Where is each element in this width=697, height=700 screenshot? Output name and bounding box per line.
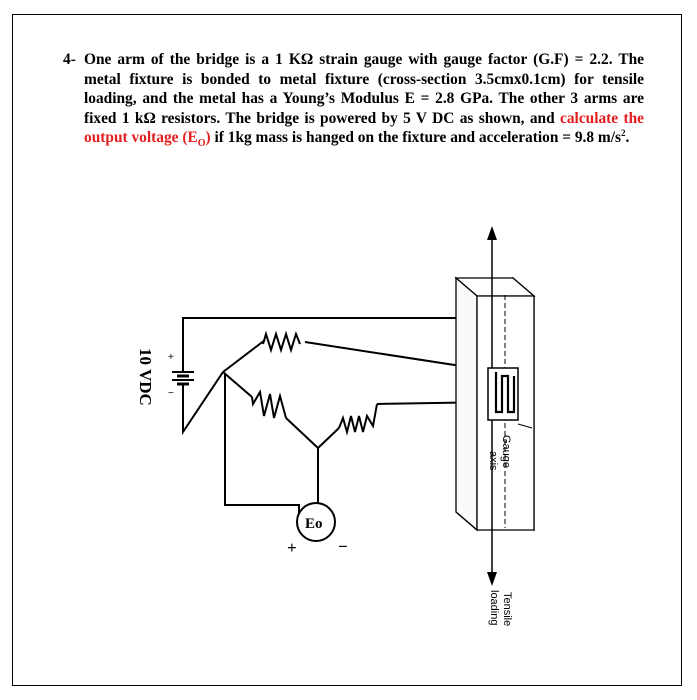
output-meter <box>296 502 336 542</box>
strain-gauge-element <box>487 367 519 421</box>
highlight-text: calculate the output voltage (E <box>84 109 645 147</box>
meter-left-wire <box>224 374 300 520</box>
circuit-wires <box>182 317 497 520</box>
battery-plus-sign: + <box>168 352 174 363</box>
meter-minus-sign: − <box>338 537 348 556</box>
tensile-label-line1: Tensile <box>501 592 513 626</box>
question-body-2: if 1kg mass is hanged on the fixture and… <box>210 129 622 147</box>
supply-voltage-label: 10 VDC <box>136 348 155 406</box>
question-highlight: calculate the output voltage (EO) <box>84 109 645 150</box>
highlight-end: ) <box>205 129 211 147</box>
question-superscript: 2 <box>621 128 626 139</box>
battery-symbol <box>172 370 194 386</box>
question-end: . <box>625 129 630 147</box>
gauge-label-line2: axis <box>487 451 499 471</box>
gauge-axis-leader <box>517 423 533 429</box>
battery-to-left-node-wire <box>182 371 224 436</box>
resistor-top <box>262 330 301 354</box>
battery-minus-sign: − <box>168 388 174 399</box>
meter-plus-sign: + <box>287 538 297 557</box>
gauge-label-line1: Gauge <box>500 435 512 468</box>
highlight-subscript: O <box>197 138 206 150</box>
resistor-left <box>251 389 287 419</box>
meter-label: Eo <box>305 516 323 532</box>
question-text: 4- One arm of the bridge is a 1 KΩ strai… <box>63 50 645 154</box>
page-border <box>12 14 682 686</box>
tensile-label-line2: loading <box>488 590 500 625</box>
question-number: 4- <box>63 51 76 68</box>
question-body-1: One arm of the bridge is a 1 KΩ strain g… <box>84 51 644 127</box>
resistor-right <box>338 403 378 436</box>
